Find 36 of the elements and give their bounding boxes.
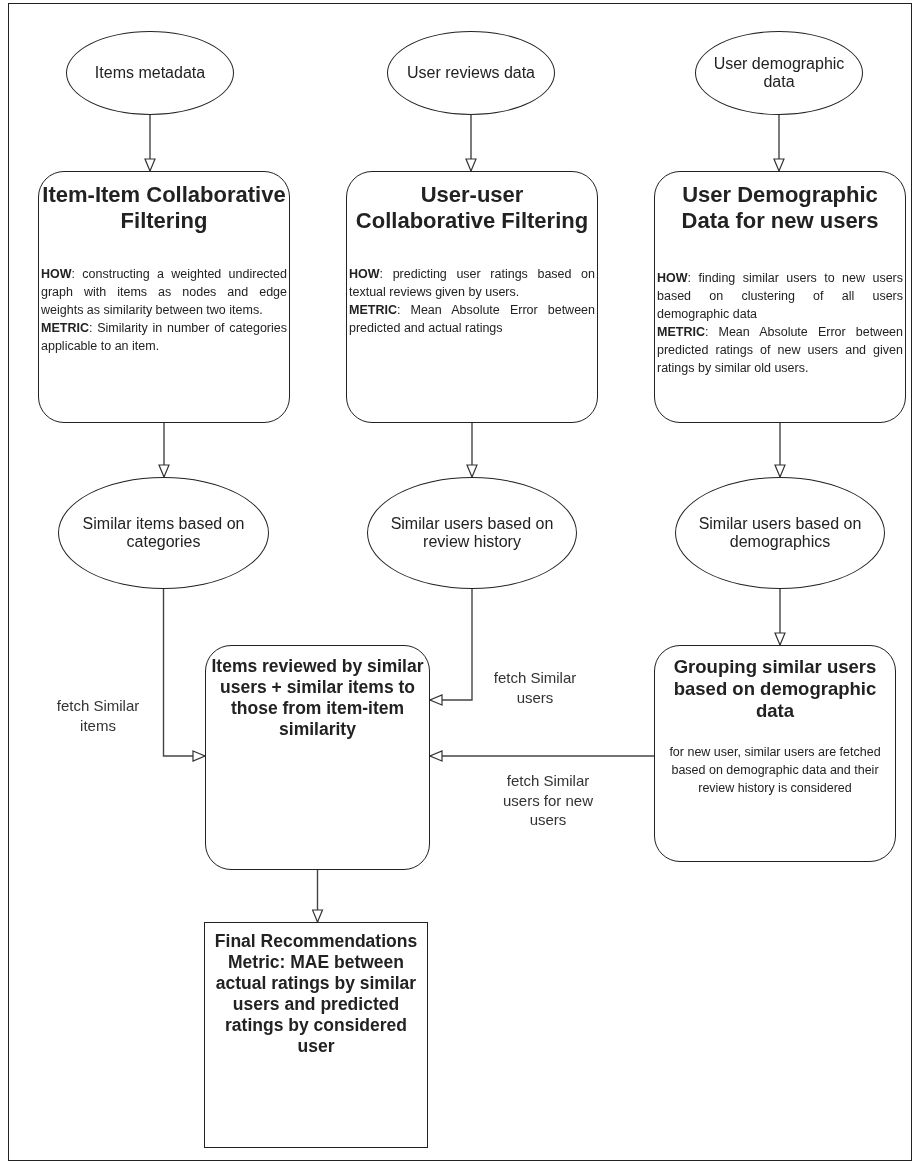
node-text: Similar users based on demographics	[697, 515, 863, 551]
node-description: METRIC: Similarity in number of categories applicable to an item.	[41, 320, 287, 356]
arrow	[465, 114, 477, 172]
node-description: for new user, similar users are fetched based on demographic data and their review history is considered	[668, 743, 882, 797]
node-heading: User Demographic Data for new users	[680, 182, 880, 235]
arrow	[158, 422, 170, 478]
process-box	[38, 171, 290, 423]
node-heading: Final Recommendations Metric: MAE between actual ratings by similar users and predicted ratings by considered user	[213, 931, 419, 1057]
node-text: User reviews data	[406, 64, 535, 82]
arrow	[466, 422, 478, 478]
arrow	[774, 588, 786, 646]
node-text: Similar items based on categories	[81, 515, 246, 551]
node-text: User demographic data	[712, 55, 846, 91]
node-heading: Item-Item Collaborative Filtering	[41, 182, 287, 235]
arrow	[429, 750, 655, 762]
process-box	[346, 171, 598, 423]
arrow	[429, 588, 473, 706]
node-description: HOW: finding similar users to new users based on clustering of all users demographic data	[657, 269, 903, 324]
process-box	[654, 171, 906, 423]
node-text: Similar users based on review history	[389, 515, 555, 551]
node-description: HOW: predicting user ratings based on textual reviews given by users.	[349, 265, 595, 301]
arrow	[774, 422, 786, 478]
node-description: HOW: constructing a weighted undirected graph with items as nodes and edge weights as similarity between two items.	[41, 265, 287, 320]
node-heading: Items reviewed by similar users + similar items to those from item-item similarity	[210, 656, 425, 740]
arrow	[311, 869, 324, 923]
node-text: Items metadata	[94, 64, 206, 82]
node-description: METRIC: Mean Absolute Error between predicted and actual ratings	[349, 302, 595, 338]
process-box	[654, 645, 896, 862]
arrow	[144, 114, 156, 172]
arrow	[162, 588, 206, 762]
node-heading: Grouping similar users based on demographic data	[672, 656, 878, 723]
node-heading: User-user Collaborative Filtering	[354, 182, 590, 235]
node-description: METRIC: Mean Absolute Error between predicted ratings of new users and given ratings by similar old users.	[657, 324, 903, 378]
arrow	[773, 114, 785, 172]
process-box	[204, 922, 428, 1148]
process-box	[205, 645, 430, 870]
